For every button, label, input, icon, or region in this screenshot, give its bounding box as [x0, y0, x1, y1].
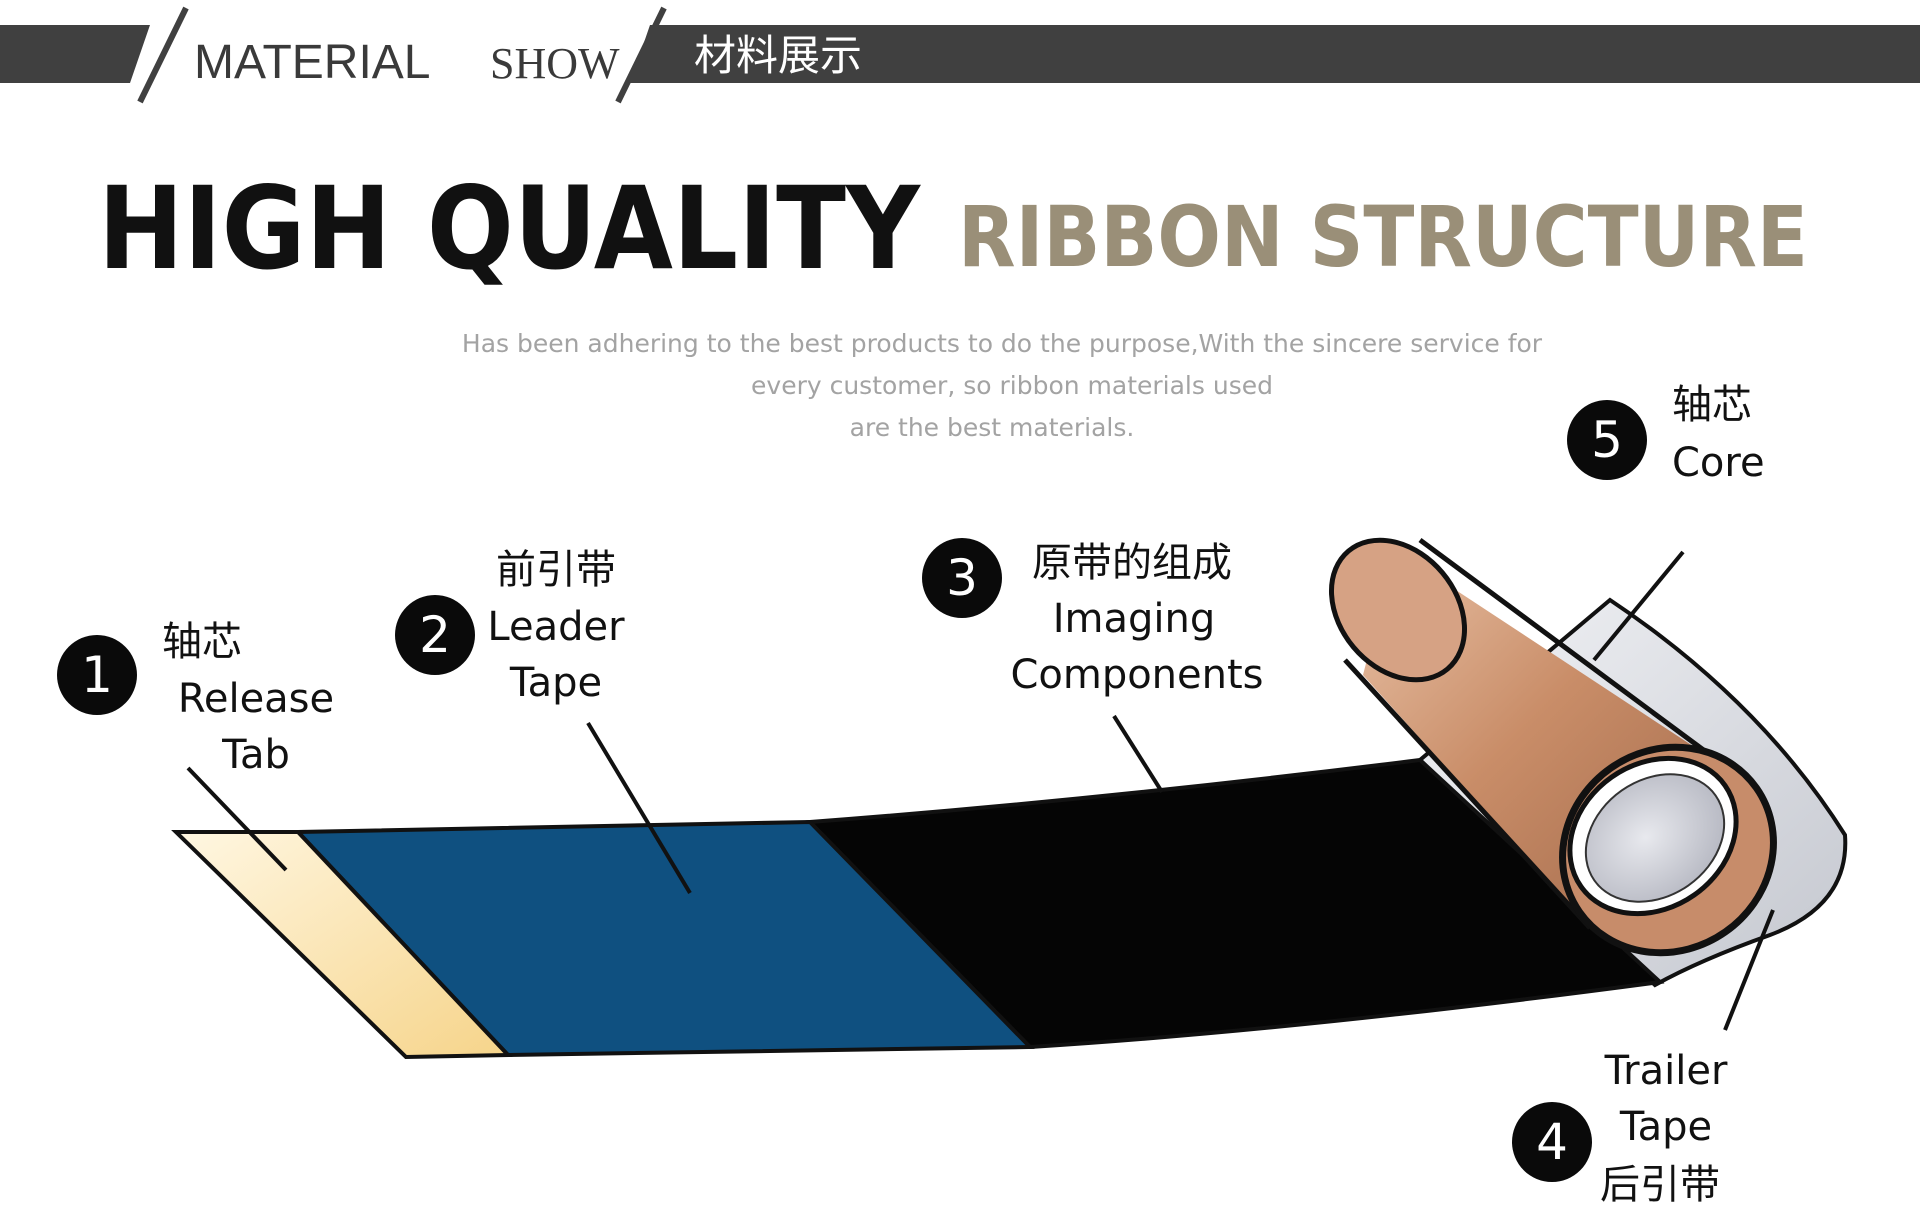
callout-trailer-tape: 4 Trailer Tape 后引带 [1512, 1048, 1728, 1208]
callout-5-en-1: Core [1672, 440, 1765, 486]
headline-high-quality: HIGH QUALITY [98, 162, 921, 295]
callout-imaging-components: 3 原带的组成 Imaging Components [922, 538, 1264, 698]
number-badge-4 [1512, 1102, 1592, 1182]
pointer-line-4 [1723, 909, 1775, 1031]
number-badge-4-label: 4 [1536, 1113, 1568, 1171]
callout-leader-tape: 2 前引带 Leader Tape [395, 547, 625, 706]
callout-2-en-1: Leader [487, 604, 625, 650]
callout-4-cn: 后引带 [1600, 1162, 1720, 1208]
pointer-line-5 [1592, 550, 1685, 662]
core-bottom-edge [1343, 658, 1592, 930]
banner-slash-left [137, 6, 189, 104]
banner-word-material: MATERIAL [194, 36, 430, 89]
callout-3-cn: 原带的组成 [1032, 540, 1232, 586]
number-badge-3 [922, 538, 1002, 618]
callout-release-tab: 1 轴芯 Release Tab [57, 619, 334, 778]
callout-1-cn: 轴芯 [162, 619, 242, 665]
callout-4-en-1: Trailer [1604, 1048, 1728, 1094]
callout-1-en-1: Release [178, 676, 334, 722]
callout-4-en-2: Tape [1619, 1104, 1712, 1150]
imaging-components [805, 757, 1665, 1050]
callout-2-en-2: Tape [509, 660, 602, 706]
core-top-edge [1418, 537, 1742, 780]
number-badge-5-label: 5 [1591, 411, 1623, 469]
subtitle-line-2: every customer, so ribbon materials used [751, 371, 1273, 400]
subtitle: Has been adhering to the best products t… [462, 329, 1543, 442]
number-badge-1-label: 1 [81, 646, 113, 704]
ribbon-illustration [171, 537, 1848, 1060]
banner: MATERIAL SHOW 材料展示 [0, 6, 1920, 104]
callout-1-en-2: Tab [221, 732, 290, 778]
core-front-end [1584, 773, 1726, 903]
leader-lines [186, 550, 1775, 1031]
headline-ribbon-structure: RIBBON STRUCTURE [958, 188, 1808, 286]
callout-core: 5 轴芯 Core [1567, 382, 1765, 486]
callout-2-cn: 前引带 [496, 547, 616, 593]
pointer-line-2 [586, 721, 692, 895]
number-badge-1 [57, 635, 137, 715]
number-badge-3-label: 3 [946, 549, 978, 607]
core-back-end [1328, 537, 1468, 683]
callout-3-en-2: Components [1010, 652, 1263, 698]
banner-chinese-title: 材料展示 [694, 31, 862, 80]
banner-white-panel [130, 25, 650, 83]
subtitle-line-1: Has been adhering to the best products t… [462, 329, 1543, 358]
release-tab [171, 830, 513, 1060]
banner-slash-right [615, 6, 667, 104]
subtitle-line-3: are the best materials. [850, 413, 1135, 442]
number-badge-5 [1567, 400, 1647, 480]
callout-3-en-1: Imaging [1053, 596, 1216, 642]
number-badge-2-label: 2 [419, 606, 451, 664]
callout-5-cn: 轴芯 [1672, 382, 1752, 428]
pointer-line-1 [186, 766, 288, 872]
pointer-line-3 [1112, 714, 1164, 794]
number-badge-2 [395, 595, 475, 675]
banner-word-show: SHOW [490, 39, 620, 88]
